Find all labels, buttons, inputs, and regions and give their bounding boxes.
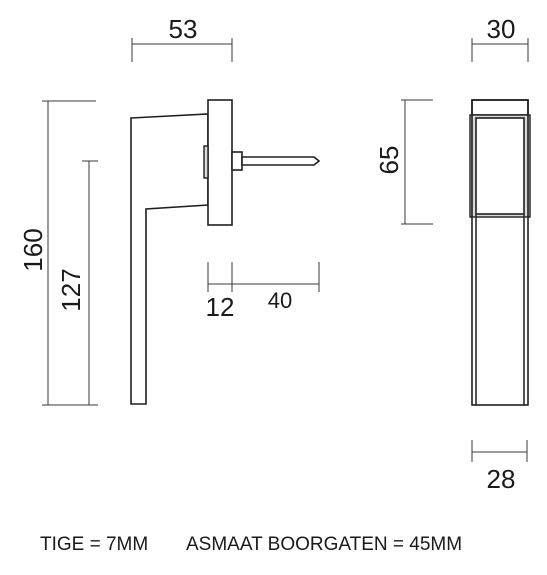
spindle xyxy=(241,156,321,166)
dimension-label-28: 28 xyxy=(487,464,516,494)
spindle-collar xyxy=(231,151,243,171)
dimension-width-top: 53 xyxy=(131,14,233,62)
rose-collar xyxy=(203,145,209,179)
dimension-label-40: 40 xyxy=(268,288,292,313)
front-view-handle xyxy=(469,99,531,406)
dimension-depth-top: 30 xyxy=(471,14,529,62)
dimension-label-12: 12 xyxy=(206,292,235,322)
side-view-rose xyxy=(203,99,321,226)
spindle-note: TIGE = 7MM xyxy=(40,534,148,555)
dimension-label-53: 53 xyxy=(169,14,198,44)
dimension-label-30: 30 xyxy=(487,14,516,44)
dimension-rose-height: 65 xyxy=(374,99,433,225)
hole-spacing-note: ASMAAT BOORGATEN = 45MM xyxy=(186,534,462,555)
rose-plate xyxy=(207,99,233,226)
dimension-label-65: 65 xyxy=(374,146,404,175)
dimension-depth-bottom: 28 xyxy=(471,440,528,494)
side-view-handle xyxy=(130,113,209,405)
dimension-label-160: 160 xyxy=(18,228,48,271)
front-rose-face xyxy=(475,117,525,215)
handle-lever-outline xyxy=(130,113,209,405)
dimension-label-127: 127 xyxy=(56,268,86,311)
dimension-height-total: 160 xyxy=(18,100,96,406)
front-rose-top xyxy=(471,99,529,116)
front-handle-outline xyxy=(471,99,529,406)
dimension-rose-spindle: 12 40 xyxy=(206,262,320,322)
dimension-height-grip: 127 xyxy=(56,160,98,406)
